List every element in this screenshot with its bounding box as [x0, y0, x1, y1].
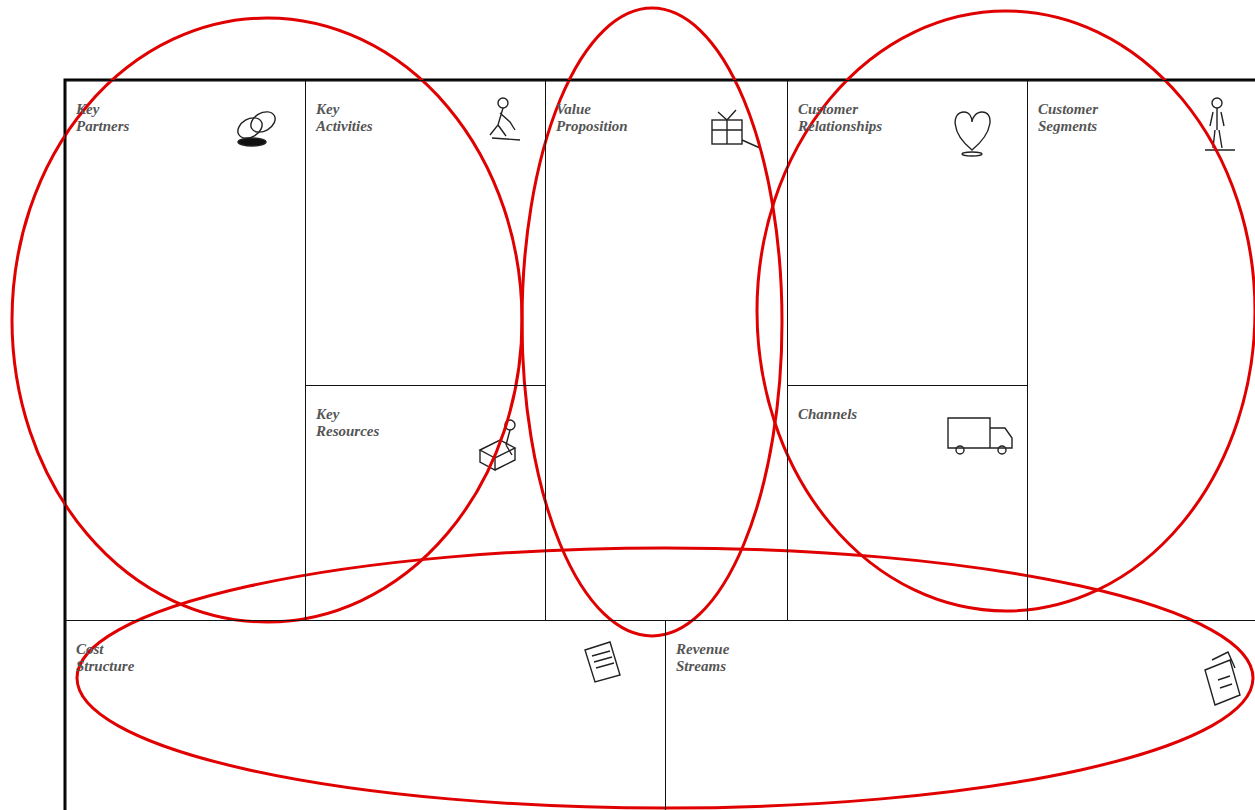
activities-box: Key Activities — [305, 80, 546, 386]
block-title: Key Activities — [316, 101, 373, 135]
value-box: Value Proposition — [545, 80, 788, 621]
relationships-box: Customer Relationships — [787, 80, 1028, 386]
block-title: Customer Segments — [1038, 101, 1098, 135]
partners-box: Key Partners — [65, 80, 306, 621]
cost-box: Cost Structure — [65, 620, 666, 810]
block-title: Value Proposition — [556, 101, 628, 135]
icons — [234, 98, 1240, 705]
segments-box: Customer Segments — [1027, 80, 1255, 621]
outer-frame — [65, 80, 1255, 810]
block-title: Cost Structure — [76, 641, 134, 675]
block-title: Channels — [798, 406, 857, 423]
channels-box: Channels — [787, 385, 1028, 621]
block-title: Key Resources — [316, 406, 379, 440]
block-title: Revenue Streams — [676, 641, 729, 675]
block-title: Customer Relationships — [798, 101, 882, 135]
highlight-ellipses — [12, 8, 1255, 808]
revenue-box: Revenue Streams — [665, 620, 1255, 810]
resources-box: Key Resources — [305, 385, 546, 621]
block-title: Key Partners — [76, 101, 129, 135]
